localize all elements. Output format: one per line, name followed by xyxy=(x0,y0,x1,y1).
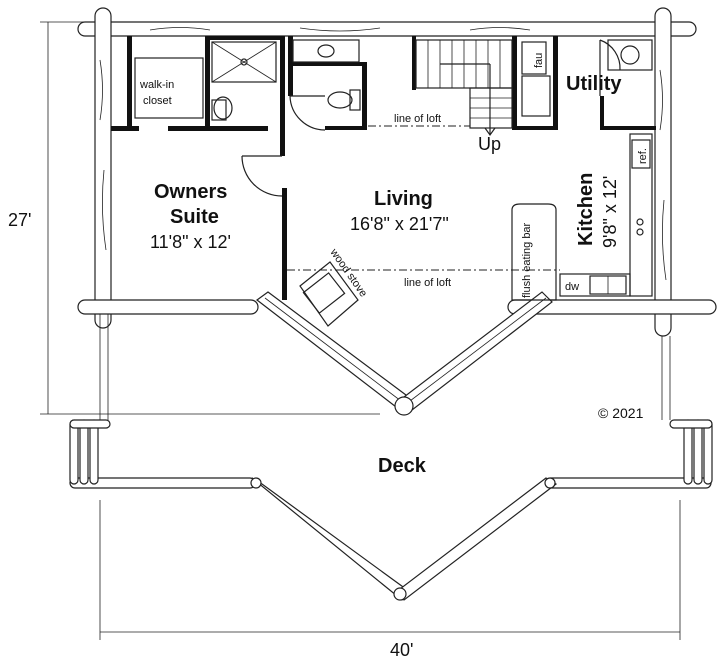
closet-rods xyxy=(134,57,204,119)
stairs-up-label: Up xyxy=(478,134,501,154)
ref-label: ref. xyxy=(637,148,649,164)
stairs xyxy=(415,39,513,137)
depth-dimension-label: 27' xyxy=(8,210,31,230)
kitchen-counters xyxy=(511,133,653,301)
wood-stove xyxy=(299,261,359,327)
interior-walls xyxy=(111,36,656,300)
log-walls xyxy=(77,7,717,337)
kitchen-dimension: 9'8" x 12' xyxy=(600,176,620,248)
kitchen-title: Kitchen xyxy=(575,173,597,246)
loft-lines xyxy=(287,125,560,271)
angled-window-wall xyxy=(255,291,553,416)
deck-title: Deck xyxy=(378,455,427,477)
utility-equipment xyxy=(521,39,653,117)
living-title: Living xyxy=(374,188,433,210)
closet-label: closet xyxy=(143,95,172,107)
owners-suite-title-2: Suite xyxy=(170,206,219,228)
shower xyxy=(211,41,277,83)
master-toilet xyxy=(211,96,233,121)
line-of-loft-upper-label: line of loft xyxy=(394,113,441,125)
walk-in-label: walk-in xyxy=(139,79,174,91)
dimension-lines xyxy=(40,21,681,640)
owners-suite-dimension: 11'8" x 12' xyxy=(150,232,231,252)
deck xyxy=(69,314,713,601)
wood-stove-label: wood stove xyxy=(327,246,369,299)
dw-label: dw xyxy=(565,281,579,293)
utility-title: Utility xyxy=(566,73,622,95)
line-of-loft-lower-label: line of loft xyxy=(404,277,451,289)
living-dimension: 16'8" x 21'7" xyxy=(350,214,449,234)
fau-label: fau xyxy=(533,53,545,68)
width-dimension-label: 40' xyxy=(390,640,413,660)
bath-fixtures xyxy=(292,39,361,111)
owners-suite-title-1: Owners xyxy=(154,181,227,203)
copyright-label: © 2021 xyxy=(598,405,644,421)
flush-eating-bar-label: flush eating bar xyxy=(521,222,533,298)
doors xyxy=(241,39,621,197)
